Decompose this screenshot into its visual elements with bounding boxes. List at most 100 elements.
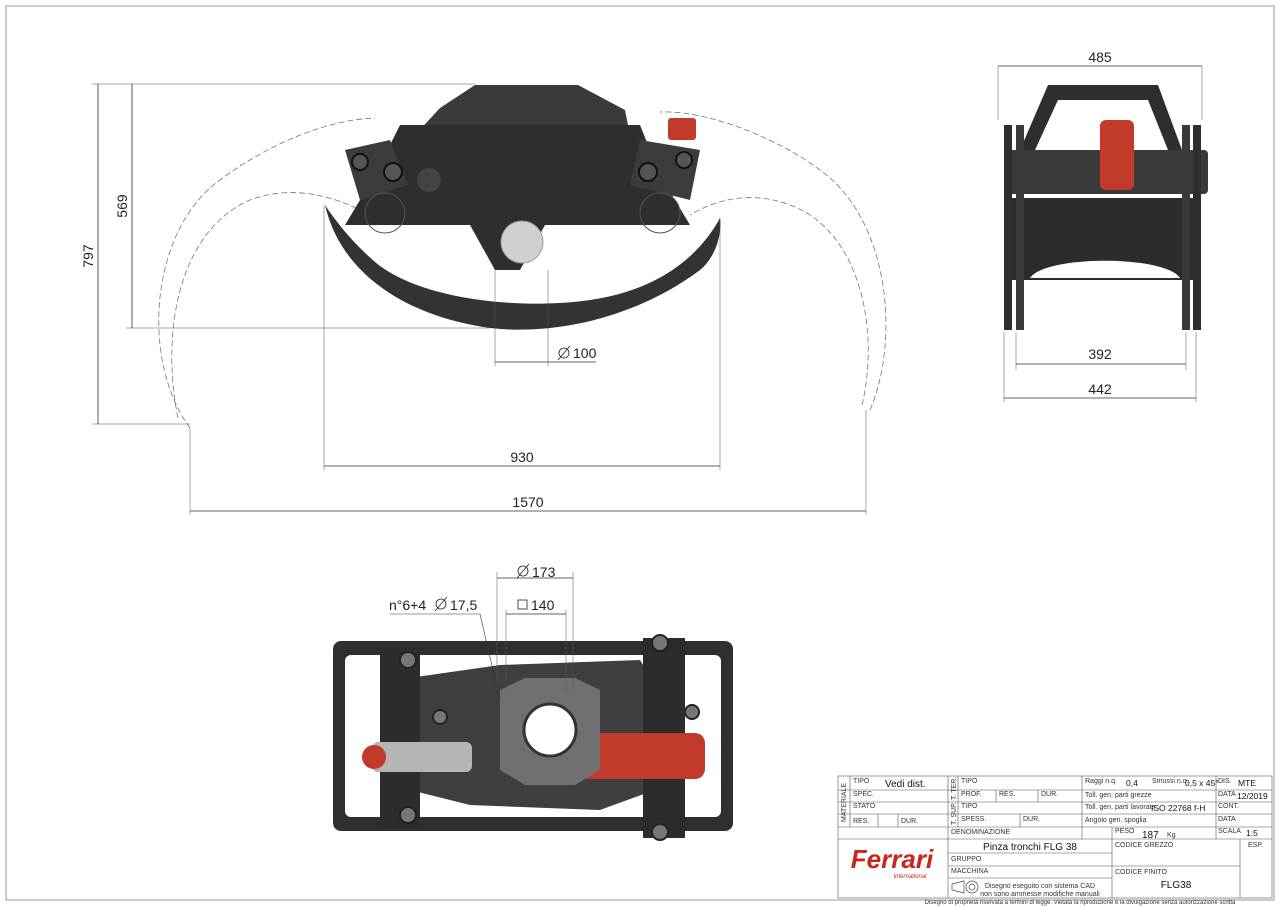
tb-peso-value: 187 xyxy=(1142,830,1159,841)
top-pin-1 xyxy=(399,651,417,669)
tb-tter-label: T. TER. xyxy=(951,777,958,800)
tb-macchina-label: MACCHINA xyxy=(951,868,989,875)
tb-toll-lavorate-value: ISO 22768 f-H xyxy=(1151,803,1205,813)
tb-denominazione-label: DENOMINAZIONE xyxy=(951,829,1010,836)
title-block xyxy=(837,775,1273,899)
tb-dur3-label: DUR. xyxy=(1023,816,1040,823)
tb-toll-lavorate: Toll. gen. parti lavorate xyxy=(1085,804,1156,811)
tb-footer: Disegno di proprietà riservata a termini… xyxy=(925,900,1236,906)
tb-dur2-label: DUR. xyxy=(1041,791,1058,798)
front-log-bore xyxy=(500,220,544,264)
tb-dis-label: DIS. xyxy=(1218,778,1232,785)
front-view: 797 569 100 930 1570 xyxy=(80,83,887,515)
top-pin-3 xyxy=(651,634,669,652)
front-open-jaw-left-inner xyxy=(171,192,361,419)
tb-tipo-label: TIPO xyxy=(853,778,870,785)
dim-569: 569 xyxy=(114,194,130,218)
top-cylinder-eye-right xyxy=(678,745,702,769)
tb-cad-note-2: non sono ammesse modifiche manuali xyxy=(980,891,1100,898)
tb-prof-label: PROF. xyxy=(961,791,982,798)
diameter-symbol-icon xyxy=(558,347,570,359)
side-red-cylinder xyxy=(1100,120,1134,190)
dim-173: 173 xyxy=(532,564,556,580)
top-pin-5 xyxy=(684,704,700,720)
dim-140: 140 xyxy=(531,597,555,613)
tb-res2-label: RES. xyxy=(999,791,1015,798)
dim-797: 797 xyxy=(80,244,96,268)
tb-scala-label: SCALA xyxy=(1218,828,1241,835)
dim-bore-group: 100 xyxy=(557,345,597,361)
dim-442: 442 xyxy=(1088,381,1112,397)
diameter-symbol-icon xyxy=(435,598,447,610)
tb-tipo3-label: TIPO xyxy=(961,803,978,810)
front-pin-4 xyxy=(638,162,658,182)
dim-173-group: 173 xyxy=(516,563,556,580)
title-block-text: MATERIALE T. TER. T. SUP. TIPO Vedi dist… xyxy=(841,777,1268,906)
front-pin-1 xyxy=(351,153,369,171)
dim-392: 392 xyxy=(1088,346,1112,362)
front-closed-jaws xyxy=(325,205,721,330)
tb-res-label: RES. xyxy=(853,818,869,825)
tb-codice-finito-label: CODICE FINITO xyxy=(1115,869,1168,876)
front-open-jaw-right-inner xyxy=(689,197,869,406)
top-cylinder-eye-left xyxy=(362,745,386,769)
front-open-jaw-left xyxy=(158,117,376,429)
tb-peso-unit: Kg xyxy=(1167,832,1176,839)
front-cylinder-red-cap xyxy=(668,118,696,140)
front-body-plate xyxy=(345,125,690,270)
tb-dur-label: DUR. xyxy=(901,818,918,825)
holes-leader-line xyxy=(479,613,501,701)
tb-data-label: DATA xyxy=(1218,791,1236,798)
tb-cad-note-1: Disegno eseguito con sistema CAD xyxy=(985,883,1095,890)
tb-esp-label: ESP. xyxy=(1248,842,1263,849)
tb-raggi-value: 0,4 xyxy=(1126,778,1138,788)
side-tine-3 xyxy=(1182,125,1190,330)
top-left-plate xyxy=(380,648,420,828)
dim-holes: 17,5 xyxy=(450,597,477,613)
tb-gruppo-label: GRUPPO xyxy=(951,856,982,863)
tb-tipo-value: Vedi dist. xyxy=(885,779,926,790)
top-pin-4 xyxy=(651,823,669,841)
tb-denominazione-value: Pinza tronchi FLG 38 xyxy=(983,842,1077,853)
top-rotator-bore xyxy=(522,702,578,758)
diameter-symbol-icon xyxy=(517,565,529,577)
front-pivot-left xyxy=(364,192,406,234)
top-cylinder-rod xyxy=(372,742,472,772)
tb-materiale-label: MATERIALE xyxy=(841,783,848,822)
side-tine-1 xyxy=(1004,125,1012,330)
dim-140-group: 140 xyxy=(517,597,555,613)
tb-codice-grezzo-label: CODICE GREZZO xyxy=(1115,842,1174,849)
front-pin-5 xyxy=(675,151,693,169)
front-pin-2 xyxy=(383,162,403,182)
dim-100: 100 xyxy=(573,345,597,361)
side-view: 485 392 442 xyxy=(997,49,1208,402)
tb-toll-grezze: Toll. gen. parti grezze xyxy=(1085,792,1152,799)
tb-tsup-label: T. SUP. xyxy=(951,802,958,825)
top-pin-6 xyxy=(432,709,448,725)
ferrari-logo: Ferrari xyxy=(851,844,934,874)
front-rotator-block xyxy=(415,85,630,135)
tb-data-value: 12/2019 xyxy=(1237,791,1268,801)
tb-cont-label: CONT. xyxy=(1218,803,1239,810)
ferrari-logo-sub: International xyxy=(893,874,927,880)
front-open-jaw-right xyxy=(659,111,887,411)
tb-data2-label: DATA xyxy=(1218,816,1236,823)
tb-tipo2-label: TIPO xyxy=(961,778,978,785)
tb-peso-label: PESO xyxy=(1115,828,1135,835)
side-tine-2 xyxy=(1016,125,1024,330)
dim-holes-group: n°6+4 17,5 xyxy=(389,596,477,613)
top-pin-2 xyxy=(399,806,417,824)
side-top-frame xyxy=(1020,85,1182,150)
tb-codice-finito-value: FLG38 xyxy=(1161,880,1192,891)
side-tine-4 xyxy=(1193,125,1201,330)
tb-scala-value: 1:5 xyxy=(1246,828,1258,838)
dim-930: 930 xyxy=(510,449,534,465)
dim-1570: 1570 xyxy=(512,494,543,510)
tb-spess-label: SPESS. xyxy=(961,816,986,823)
top-view: 173 140 n°6+4 17,5 xyxy=(333,563,733,841)
tb-dis-value: MTE xyxy=(1238,778,1256,788)
tb-spec-label: SPEC. xyxy=(853,791,874,798)
tb-smussi-value: 0,5 x 45° xyxy=(1185,778,1219,788)
front-pivot-right xyxy=(639,192,681,234)
dim-485: 485 xyxy=(1088,49,1112,65)
